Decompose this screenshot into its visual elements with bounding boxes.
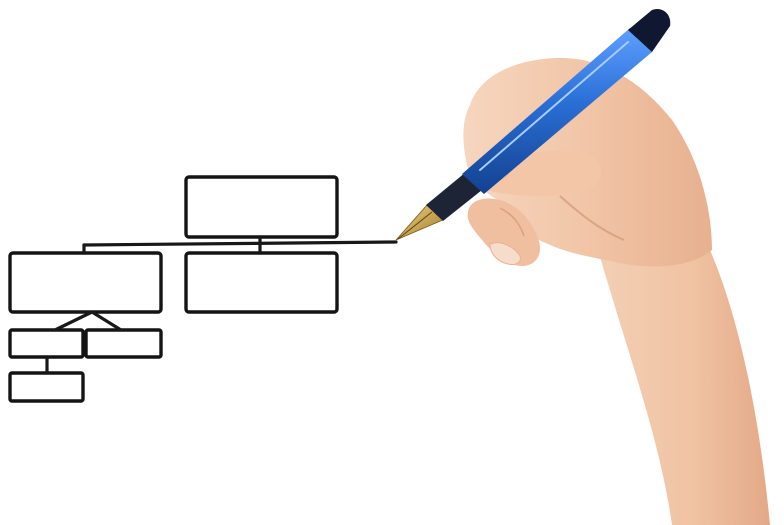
photo-scene bbox=[0, 0, 784, 525]
